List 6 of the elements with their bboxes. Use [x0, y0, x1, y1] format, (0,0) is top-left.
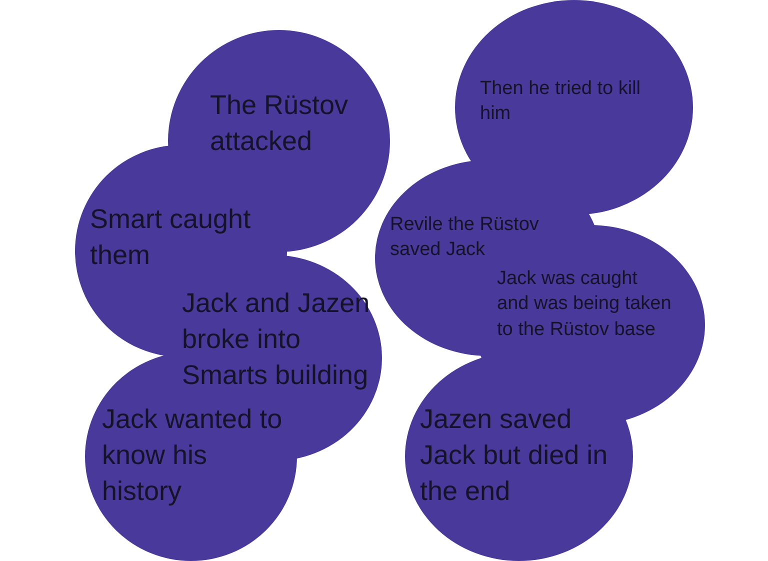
node-text: Then he tried to kill him [480, 76, 670, 127]
node-text: Revile the Rüstov saved Jack [390, 212, 570, 263]
node-text: The Rüstov attacked [210, 88, 380, 160]
node-text: Jack and Jazen broke into Smarts building [182, 286, 387, 394]
node-text: Smart caught them [90, 202, 275, 274]
node-text: Jack wanted to know his history [102, 402, 287, 510]
